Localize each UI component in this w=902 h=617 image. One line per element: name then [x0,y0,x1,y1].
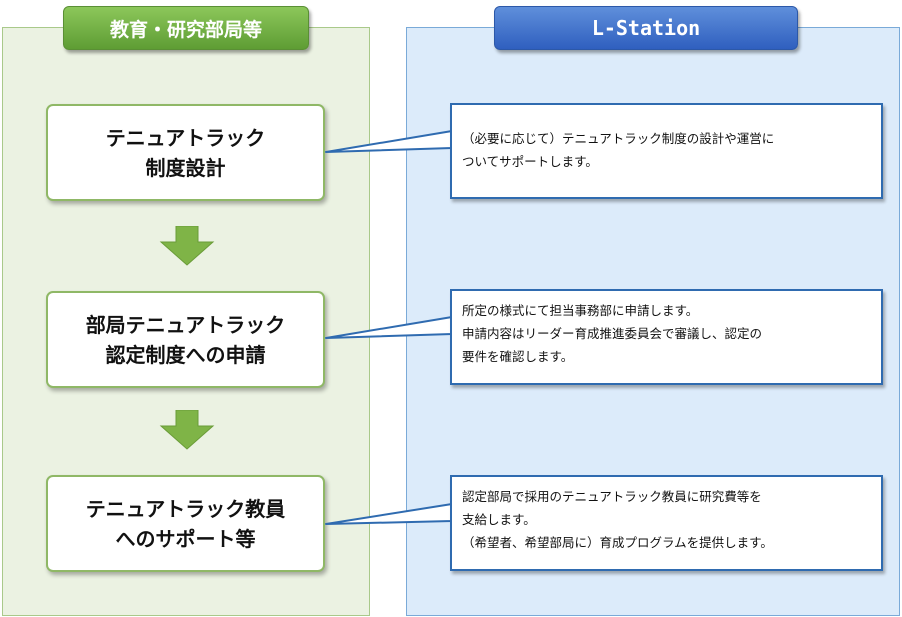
callout-2-line-3: 要件を確認します。 [462,349,574,365]
l-station-header: L-Station [494,6,798,50]
system-design-support-callout: （必要に応じて）テニュアトラック制度の設計や運営に ついてサポートします。 [450,103,883,199]
callout-2-line-1: 所定の様式にて担当事務部に申請します。 [462,303,699,318]
callout-3-line-1: 認定部局で採用のテニュアトラック教員に研究費等を [462,489,762,504]
callout-3-line-3: （希望者、希望部局に）育成プログラムを提供します。 [462,535,773,551]
down-arrow-icon [159,410,215,450]
callout-2-line-2: 申請内容はリーダー育成推進委員会で審議し、認定の [462,326,763,342]
step-2-line-1: 部局テニュアトラック [85,312,286,337]
callout-1-line-1: （必要に応じて）テニュアトラック制度の設計や運営に [462,131,775,146]
tenure-track-faculty-support-box: テニュアトラック教員 へのサポート等 [46,475,325,572]
step-3-line-1: テニュアトラック教員 [85,496,286,521]
education-research-departments-header: 教育・研究部局等 [63,6,309,50]
department-tenure-track-application-box: 部局テニュアトラック 認定制度への申請 [46,291,325,388]
funding-and-program-callout: 認定部局で採用のテニュアトラック教員に研究費等を 支給します。 （希望者、希望部… [450,475,883,571]
step-1-line-2: 制度設計 [145,155,226,180]
step-1-line-1: テニュアトラック [105,125,266,150]
down-arrow-icon [159,226,215,266]
step-2-line-2: 認定制度への申請 [105,342,266,367]
step-3-line-2: へのサポート等 [115,526,256,551]
callout-1-line-2: ついてサポートします。 [462,154,598,170]
tenure-track-system-design-box: テニュアトラック 制度設計 [46,104,325,201]
application-review-callout: 所定の様式にて担当事務部に申請します。 申請内容はリーダー育成推進委員会で審議し… [450,289,883,385]
callout-3-line-2: 支給します。 [462,512,536,528]
